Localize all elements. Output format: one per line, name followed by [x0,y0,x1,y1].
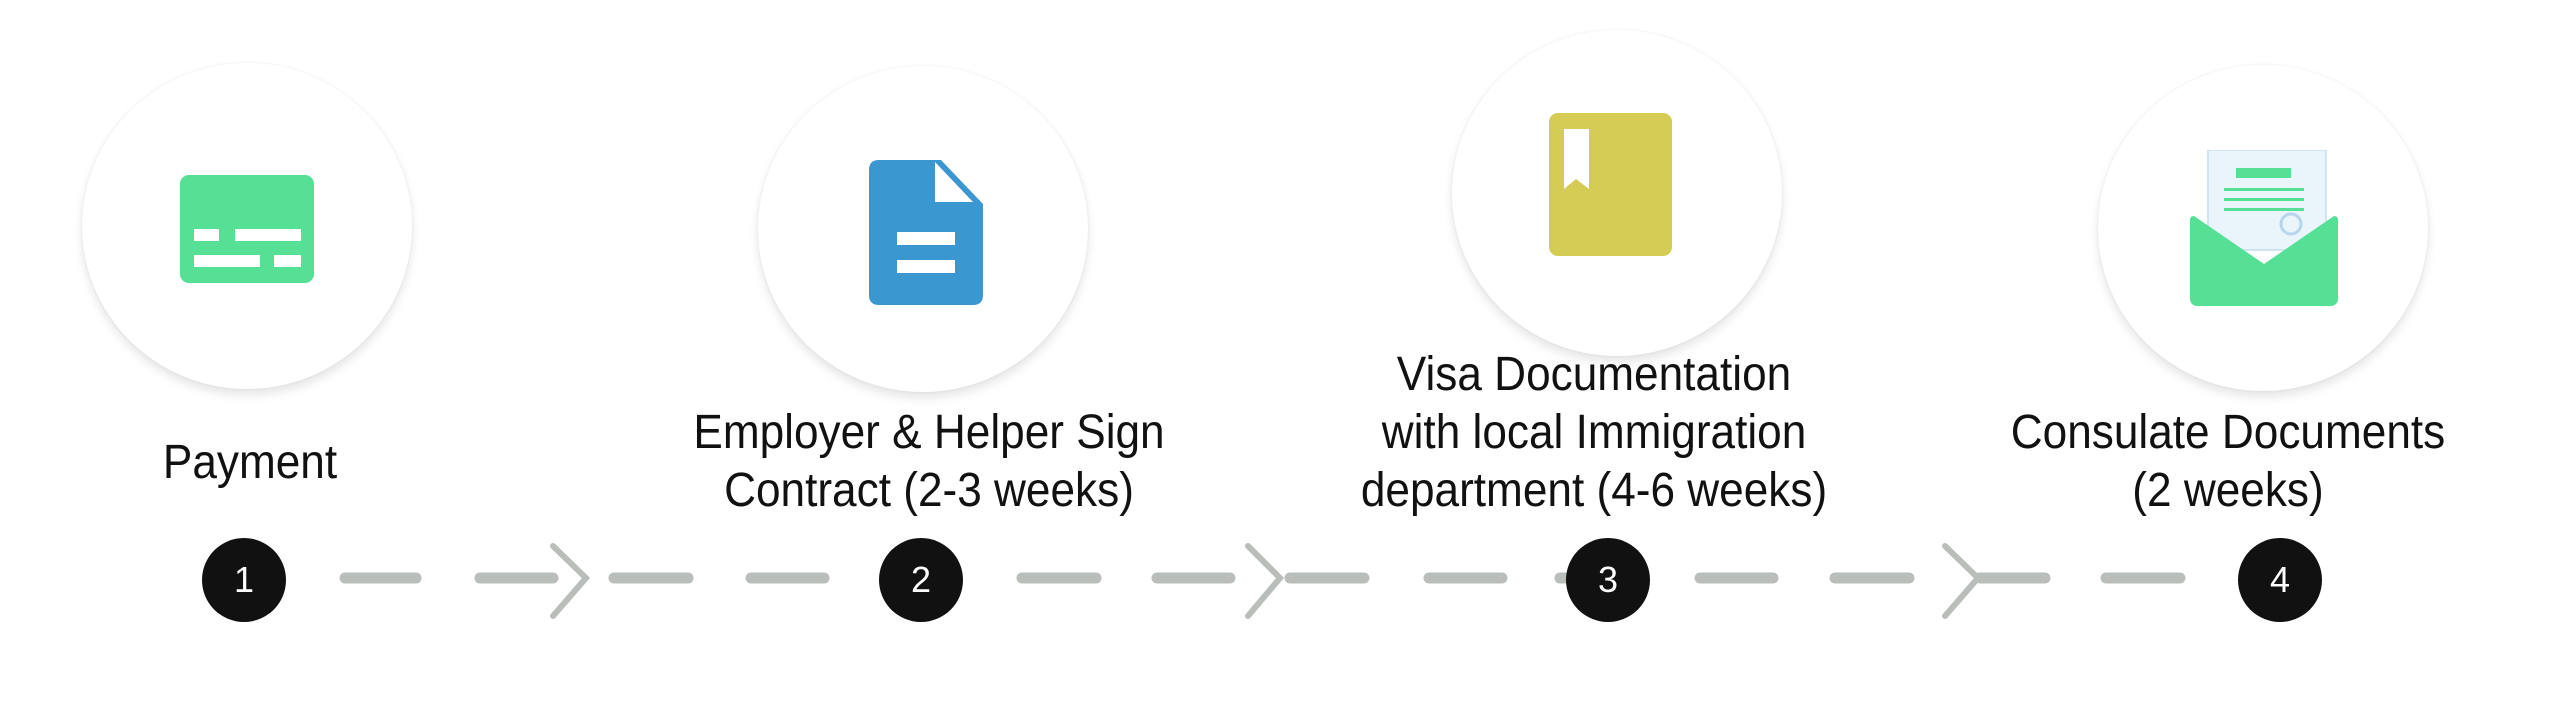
label-line: Employer & Helper Sign [693,406,1165,459]
step-3-label: Visa Documentation with local Immigratio… [1361,346,1827,520]
label-line: Payment [162,436,338,489]
step-4-number-badge: 4 [2238,538,2322,622]
step-2-label: Employer & Helper Sign Contract (2-3 wee… [693,404,1164,520]
label-line: (2 weeks) [2132,464,2324,517]
label-line: with local Immigration [1381,406,1807,459]
bookmark-book-icon [1549,113,1672,256]
step-1-label: Payment [163,434,337,492]
label-line: department (4-6 weeks) [1360,464,1828,517]
step-4-label: Consulate Documents (2 weeks) [2011,404,2445,520]
chevron-right-icon [1942,543,1983,619]
credit-card-icon [180,175,314,283]
label-line: Contract (2-3 weeks) [724,464,1134,517]
step-2-number-badge: 2 [879,538,963,622]
open-envelope-icon [2190,150,2338,306]
document-icon [869,160,983,305]
chevron-right-icon [550,543,591,619]
label-line: Visa Documentation [1396,348,1792,401]
label-line: Consulate Documents [2010,406,2446,459]
chevron-right-icon [1245,543,1285,619]
step-1-number-badge: 1 [202,538,286,622]
step-3-number-badge: 3 [1566,538,1650,622]
